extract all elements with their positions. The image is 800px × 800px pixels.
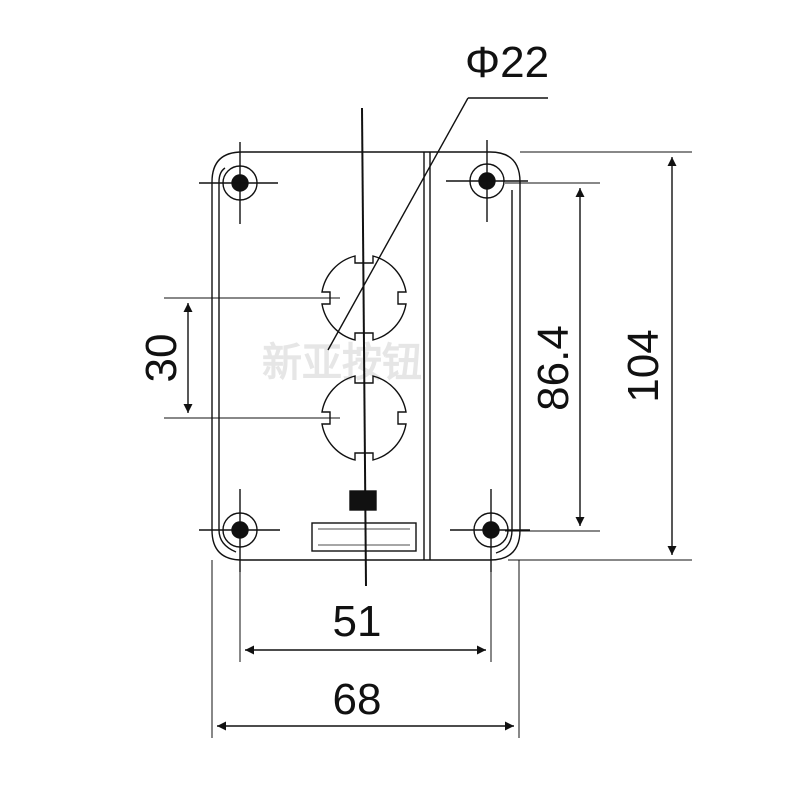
label-slot — [311, 522, 417, 552]
dimension-label-104: 104 — [619, 329, 668, 402]
enclosure-outline — [211, 151, 521, 561]
mounting-hole-top-left — [199, 142, 278, 224]
watermark: 新亚按钮 — [262, 340, 422, 386]
button-hole-top — [321, 255, 407, 341]
mounting-hole-top-right — [446, 140, 528, 222]
dimension-label-86: 86.4 — [529, 325, 578, 411]
button-hole-bottom — [321, 375, 407, 461]
enclosure-inner-edge-right — [495, 190, 513, 554]
dimension-label-68: 68 — [333, 675, 382, 724]
mounting-hole-bottom-left — [199, 489, 280, 572]
enclosure-inner-edge — [218, 167, 237, 553]
diameter-leader — [327, 97, 469, 351]
dimension-label-30: 30 — [137, 334, 186, 383]
dimension-label-diameter: Φ22 — [465, 38, 549, 87]
mounting-hole-bottom-right — [450, 489, 530, 572]
dimension-label-51: 51 — [333, 597, 382, 646]
latch — [349, 490, 377, 511]
